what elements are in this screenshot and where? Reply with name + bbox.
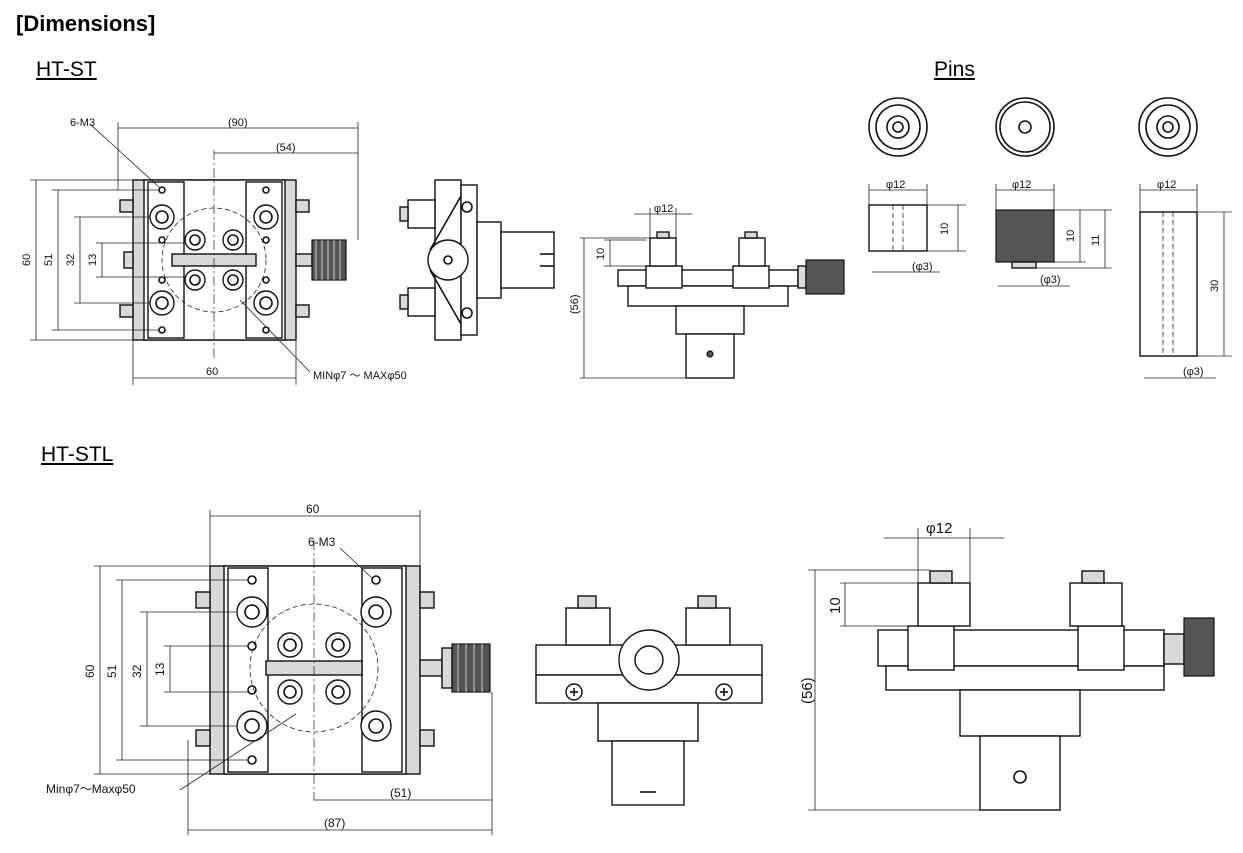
ht-st-clamp-range-label: MINφ7 ～ MAXφ50	[313, 370, 407, 382]
ht-stl-h32-label: 32	[130, 664, 144, 678]
ht-stl-pin-height-label: 10	[827, 597, 844, 614]
pin-1: φ12 10 (φ3)	[868, 97, 966, 273]
ht-st-h32-label: 32	[65, 254, 77, 266]
ht-st-side-view	[399, 179, 555, 341]
pin-3: φ12 30 (φ3)	[1138, 97, 1232, 379]
ht-st-height-label: 60	[21, 254, 33, 266]
page-title: [Dimensions]	[16, 11, 156, 36]
ht-stl-front-view: φ12 10 (56)	[799, 520, 1215, 811]
ht-st-front-view: (56) 10 φ12	[569, 203, 845, 379]
ht-st-offset-label: (54)	[276, 142, 296, 154]
ht-stl-pin-dia-label: φ12	[926, 520, 952, 537]
ht-stl-total-height-label: (56)	[799, 677, 816, 704]
pin-2-height-label: 10	[1065, 230, 1077, 242]
pin-3-height-label: 30	[1209, 280, 1221, 292]
ht-st-total-height-label: (56)	[569, 294, 581, 314]
pin-1-hole-label: (φ3)	[912, 261, 933, 273]
ht-st-top-view: 6-M3 (90) (54) 60 51 32 13 60 MINφ7 ～ MA…	[21, 117, 407, 385]
ht-st-pin-height-label: 10	[595, 248, 607, 260]
section-title-ht-st: HT-ST	[36, 58, 97, 81]
ht-stl-tapped-holes-label: 6-M3	[308, 535, 336, 549]
ht-stl-offset-label: (51)	[390, 786, 411, 800]
ht-stl-base-width-label: 60	[306, 502, 320, 516]
pin-2-dia-label: φ12	[1012, 179, 1031, 191]
ht-st-h51-label: 51	[43, 254, 55, 266]
ht-stl-overall-width-label: (87)	[324, 816, 345, 830]
pin-2: φ12 10 11 (φ3)	[995, 97, 1112, 287]
pin-2-hole-label: (φ3)	[1040, 274, 1061, 286]
pin-3-hole-label: (φ3)	[1183, 366, 1204, 378]
ht-st-base-width-label: 60	[206, 366, 218, 378]
ht-stl-height-label: 60	[83, 664, 97, 678]
pin-1-height-label: 10	[939, 223, 951, 235]
pin-1-dia-label: φ12	[886, 179, 905, 191]
pin-3-dia-label: φ12	[1157, 179, 1176, 191]
ht-stl-top-view: 60 6-M3 60 51 32 13 Minφ7～Maxφ50 (51) (8…	[46, 502, 493, 835]
ht-st-h13-label: 13	[87, 254, 99, 266]
ht-stl-clamp-range-label: Minφ7～Maxφ50	[46, 782, 136, 796]
ht-stl-h13-label: 13	[153, 662, 167, 676]
section-title-pins: Pins	[934, 58, 975, 81]
ht-st-pin-dia-label: φ12	[654, 203, 673, 215]
ht-st-overall-width-label: (90)	[228, 117, 248, 129]
ht-st-tapped-holes-label: 6-M3	[70, 117, 95, 129]
ht-stl-side-view	[535, 595, 763, 806]
pin-2-height2-label: 11	[1090, 235, 1102, 246]
ht-stl-h51-label: 51	[105, 664, 119, 678]
section-title-ht-stl: HT-STL	[41, 443, 114, 466]
